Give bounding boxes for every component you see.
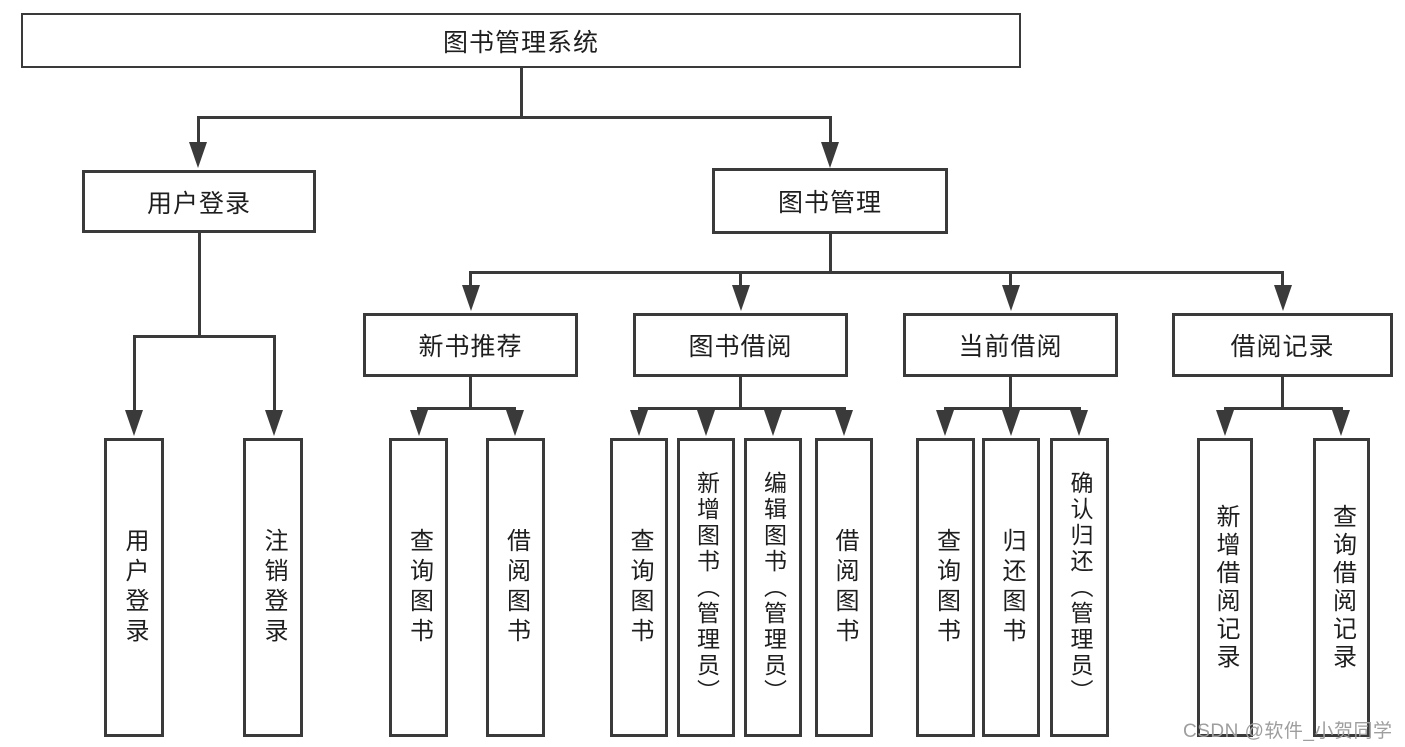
connector-current-borrow-stem [1009,377,1012,410]
arrowhead-query-books-recommend [410,410,428,436]
leaf-edit-book-admin: 编辑图书（管理员） [744,438,802,737]
leaf-logout: 注销登录 [243,438,303,737]
arrowhead-user-login [189,142,207,168]
leaf-query-books-current: 查询图书 [916,438,975,737]
connector-root-hbar [196,115,832,119]
node-borrow-records-label: 借阅记录 [1230,333,1335,361]
arrowhead-current-borrow [1001,285,1020,311]
arrowhead-edit-book-admin [764,410,782,436]
arrowhead-return-books [1002,410,1020,436]
arrowhead-query-borrow-record [1332,410,1350,436]
leaf-borrow-books-label: 借阅图书 [831,527,858,648]
csdn-watermark: CSDN @软件_小贺同学 [1183,721,1393,742]
leaf-query-books-recommend-label: 查询图书 [405,527,433,648]
connector-user-login-hbar [132,334,276,338]
leaf-query-borrow-record: 查询借阅记录 [1313,438,1370,737]
leaf-query-books-current-label: 查询图书 [932,527,960,648]
node-book-borrow: 图书借阅 [633,313,848,377]
connector-book-borrow-stem [739,377,742,410]
leaf-query-books-borrow-label: 查询图书 [626,527,653,648]
node-book-management-label: 图书管理 [777,189,882,217]
leaf-borrow-books-recommend-label: 借阅图书 [502,527,530,648]
leaf-query-borrow-record-label: 查询借阅记录 [1328,503,1356,672]
leaf-query-books-borrow: 查询图书 [610,438,668,737]
arrowhead-add-borrow-record [1216,410,1234,436]
node-user-login-label: 用户登录 [146,189,251,218]
arrowhead-add-book-admin [697,410,715,436]
leaf-return-books: 归还图书 [982,438,1040,737]
leaf-user-login: 用户登录 [104,438,164,737]
node-book-borrow-label: 图书借阅 [688,333,793,361]
leaf-borrow-books: 借阅图书 [815,438,873,737]
connector-drop-current-borrow [1009,270,1012,288]
connector-drop-leaf-user-login [132,334,136,413]
leaf-add-borrow-record-label: 新增借阅记录 [1212,503,1239,672]
arrowhead-borrow-books [835,410,853,436]
node-borrow-records: 借阅记录 [1172,313,1393,377]
leaf-confirm-return-admin: 确认归还（管理员） [1050,438,1109,737]
leaf-borrow-books-recommend: 借阅图书 [486,438,545,737]
arrowhead-confirm-return-admin [1070,410,1088,436]
arrowhead-leaf-logout [265,410,283,436]
leaf-add-borrow-record: 新增借阅记录 [1197,438,1253,737]
connector-level3-hbar [468,270,1284,274]
node-root: 图书管理系统 [21,13,1021,68]
connector-book-management-stem [828,234,832,273]
connector-drop-leaf-logout [272,334,276,413]
leaf-user-login-label: 用户登录 [121,527,148,648]
leaf-return-books-label: 归还图书 [998,527,1025,648]
arrowhead-borrow-records [1273,285,1292,311]
node-book-management: 图书管理 [712,168,948,234]
connector-book-borrow-hbar [637,407,846,410]
leaf-query-books-recommend: 查询图书 [389,438,448,737]
arrowhead-leaf-user-login [125,410,143,436]
node-new-book-recommend: 新书推荐 [363,313,578,377]
node-user-login: 用户登录 [82,170,316,233]
connector-root-stem [519,68,523,117]
node-root-label: 图书管理系统 [442,28,599,57]
arrowhead-borrow-books-recommend [506,410,524,436]
connector-drop-borrow-records [1281,270,1284,288]
node-current-borrow: 当前借阅 [903,313,1118,377]
connector-drop-user-login [196,115,200,146]
node-current-borrow-label: 当前借阅 [958,333,1063,361]
connector-new-book-stem [469,377,472,410]
connector-borrow-records-hbar [1223,407,1343,410]
arrowhead-book-management [821,142,839,168]
connector-current-borrow-hbar [944,407,1081,410]
connector-drop-new-book [469,270,472,288]
connector-new-book-hbar [417,407,516,410]
arrowhead-book-borrow [731,285,750,311]
connector-drop-book-borrow [739,270,742,288]
leaf-add-book-admin-label: 新增图书（管理员） [693,470,720,705]
leaf-logout-label: 注销登录 [260,527,287,648]
leaf-add-book-admin: 新增图书（管理员） [677,438,735,737]
connector-user-login-stem [197,233,201,337]
arrowhead-new-book [461,285,480,311]
connector-borrow-records-stem [1281,377,1284,410]
arrowhead-query-books-borrow [630,410,648,436]
leaf-edit-book-admin-label: 编辑图书（管理员） [760,470,787,705]
leaf-confirm-return-admin-label: 确认归还（管理员） [1067,470,1093,705]
node-new-book-recommend-label: 新书推荐 [418,333,523,361]
arrowhead-query-books-current [936,410,954,436]
connector-drop-book-management [828,115,832,146]
